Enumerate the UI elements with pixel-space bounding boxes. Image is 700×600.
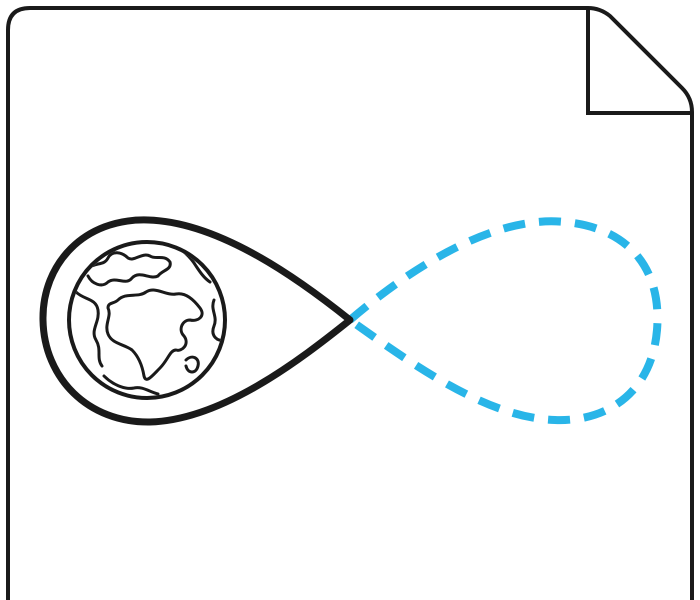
dashed-infinity-loop-icon bbox=[343, 217, 662, 425]
globe-icon bbox=[67, 240, 227, 400]
folded-corner-icon bbox=[586, 10, 691, 115]
document-page-icon bbox=[6, 6, 694, 600]
